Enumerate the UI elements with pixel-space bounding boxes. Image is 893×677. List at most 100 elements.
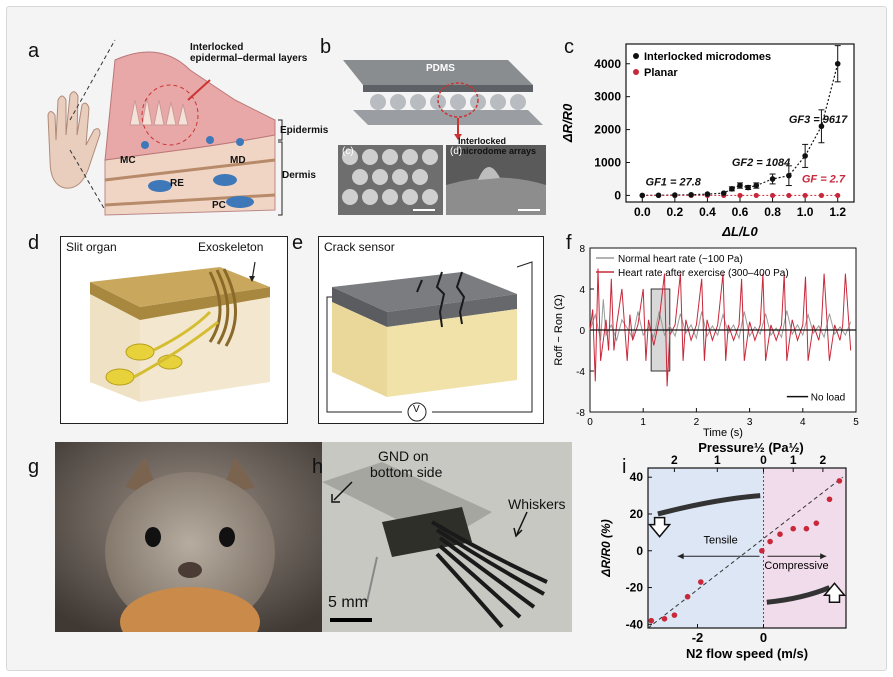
exoskeleton-label: Exoskeleton — [198, 240, 264, 254]
chart-c-ylabel: ΔR/R0 — [560, 103, 575, 143]
arrays-label-line1: Interlocked — [458, 136, 507, 146]
panel-a: a Interlocked epidermal–dermal layers — [20, 30, 328, 230]
crack-sensor-illustration — [326, 261, 533, 422]
chart-i-x2tick-label: 0 — [760, 453, 767, 467]
chart-c-point-microdome — [672, 192, 678, 198]
panel-b-label: b — [320, 36, 332, 58]
voltmeter-label: V — [413, 404, 420, 415]
squirrel-photo — [55, 442, 325, 632]
sem-c-label: (c) — [342, 146, 354, 157]
chart-i-tensile-whisker — [657, 493, 761, 517]
chart-i-ytick-label: -40 — [626, 617, 644, 631]
slit-organ-illustration — [90, 261, 270, 402]
chart-f-ytick-label: 4 — [579, 285, 585, 296]
gnd-label: GND on bottom side — [370, 448, 442, 480]
skin-illustration — [47, 39, 283, 216]
chart-c-xtick-label: 0.8 — [764, 205, 781, 219]
chart-c-point-planar — [737, 192, 743, 199]
chart-i-point — [836, 478, 843, 484]
chart-i-xtick-label: 0 — [760, 630, 767, 645]
chart-i-point — [790, 525, 796, 532]
chart-i-ylabel: ΔR/R0 (%) — [599, 519, 613, 577]
chart-i-point — [813, 520, 820, 526]
chart-c-legend-marker — [633, 69, 639, 75]
chart-f-legend-label: Heart rate after exercise (300–400 Pa) — [618, 268, 789, 279]
md-label: MD — [230, 155, 246, 166]
chart-c-xtick-label: 0.6 — [732, 205, 749, 219]
chart-i-compressive-arrowhead — [820, 553, 827, 560]
panel-h: h GND on bottom side Whiskers 5 mm — [310, 442, 592, 642]
chart-c-point-microdome — [818, 123, 825, 130]
chart-c-legend-label: Interlocked microdomes — [644, 51, 771, 63]
microdome-illustration — [338, 60, 546, 215]
chart-c-annotation: GF = 2.7 — [802, 173, 846, 185]
chart-i-point — [684, 593, 691, 600]
arrays-label-line2: microdome arrays — [458, 146, 537, 156]
panel-e: e Crack sensor V — [292, 232, 544, 424]
chart-i-plot-area — [647, 467, 847, 629]
zoom-circle — [141, 84, 199, 146]
chart-i-compressive-label: Compressive — [764, 560, 828, 572]
panel-g-label: g — [28, 456, 40, 478]
chart-f-line-exercise — [589, 268, 852, 387]
chart-f-xtick-label: 5 — [853, 417, 859, 428]
chart-i-tensile-arrowhead — [677, 553, 684, 560]
pc-label: PC — [212, 200, 226, 211]
chart-f-ytick-label: -4 — [576, 367, 585, 378]
panel-g: g — [20, 442, 325, 642]
chart-c-xtick-label: 0.4 — [699, 205, 716, 219]
chart-i-point — [767, 538, 773, 545]
chart-i-x2tick-label: 2 — [820, 453, 827, 467]
chart-c-point-microdome — [802, 153, 808, 159]
chart-i-point — [648, 617, 655, 624]
chart-c-point-planar — [769, 192, 776, 199]
chart-c-xtick-label: 0.0 — [634, 205, 651, 219]
chart-i-compressive-arrow-icon — [822, 582, 847, 604]
e-title: Crack sensor — [324, 240, 395, 254]
chart-c-point-microdome — [745, 184, 751, 191]
chart-i-x2label: Pressure½ (Pa½) — [698, 442, 804, 455]
chart-c-point-planar — [753, 192, 759, 199]
pdms-label: PDMS — [426, 63, 455, 74]
chart-c-plot-area — [625, 43, 855, 203]
chart-c-ytick-label: 0 — [614, 188, 621, 202]
chart-f-ytick-label: 0 — [579, 326, 585, 337]
chart-c-point-planar — [818, 192, 825, 199]
chart-i-point — [671, 612, 678, 618]
chart-c-point-microdome — [655, 192, 662, 199]
chart-i-ytick-label: -20 — [626, 581, 644, 595]
chart-f-xtick-label: 1 — [640, 417, 646, 428]
d-title: Slit organ — [66, 240, 117, 254]
chart-c-point-microdome — [688, 191, 694, 198]
chart-c-xlabel: ΔL/L0 — [721, 224, 758, 239]
chart-c-point-planar — [835, 192, 841, 199]
chart-f-xtick-label: 3 — [747, 417, 753, 428]
chart-f-xlabel: Time (s) — [703, 427, 743, 439]
zoom-line-top — [69, 39, 116, 121]
a-title-line1: Interlocked — [190, 42, 244, 53]
gnd-label-line1: GND on — [378, 448, 429, 464]
chart-i-x2tick-label: 1 — [714, 453, 721, 467]
chart-c-point-microdome — [834, 60, 841, 67]
chart-i-x2tick-label: 1 — [790, 453, 797, 467]
panel-b: b PDMS Interlocked microdome arrays (c) … — [318, 30, 558, 220]
scale-bar-label: 5 mm — [328, 594, 368, 611]
chart-i-ytick-label: 40 — [630, 470, 644, 484]
chart-c-point-microdome — [639, 192, 646, 199]
chart-f-ytick-label: 8 — [579, 244, 585, 255]
gnd-label-line2: bottom side — [370, 464, 443, 480]
chart-c-point-microdome — [786, 172, 792, 179]
chart-i-tensile-region — [648, 468, 764, 628]
chart-i-point — [759, 547, 765, 554]
chart-i-x2tick-label: 2 — [671, 453, 678, 467]
chart-i-fit-line — [647, 476, 844, 629]
panel-e-label: e — [292, 232, 304, 254]
panel-f-label: f — [566, 232, 572, 254]
chart-i-point — [803, 525, 810, 532]
chart-c-ytick-label: 1000 — [594, 156, 621, 170]
chart-i-point — [826, 496, 833, 503]
